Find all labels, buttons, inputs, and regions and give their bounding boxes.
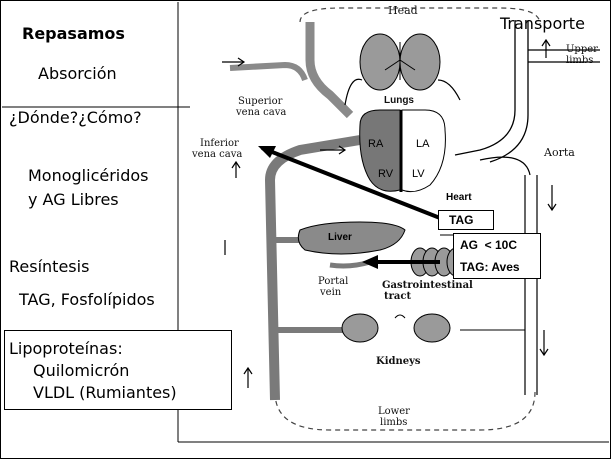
label-la: LA	[416, 138, 429, 150]
label-portal-2: vein	[320, 287, 341, 298]
label-svc-1: Superior	[238, 96, 282, 107]
label-lower-1: Lower	[378, 406, 410, 417]
label-heart: Heart	[446, 192, 472, 203]
label-lv: LV	[412, 168, 425, 180]
item-mono-line2: y AG Libres	[28, 190, 119, 209]
callout-tag-aves-text: TAG: Aves	[460, 260, 520, 274]
item-donde-como: ¿Dónde?¿Cómo?	[9, 108, 142, 127]
lipoproteins-heading: Lipoproteínas:	[9, 339, 123, 358]
label-lower-2: limbs	[380, 417, 407, 428]
label-aorta: Aorta	[544, 146, 575, 159]
callout-tag-text: TAG	[449, 213, 473, 227]
item-resintesis: Resíntesis	[9, 257, 89, 276]
slide-title: Repasamos	[22, 24, 125, 43]
label-ra: RA	[368, 138, 383, 150]
label-head: Head	[388, 4, 418, 17]
callout-tag: TAG	[438, 210, 494, 230]
item-tag-fosfo: TAG, Fosfolípidos	[19, 290, 155, 309]
lipoproteins-item-2: VLDL (Rumiantes)	[33, 383, 177, 402]
topic-transport: Transporte	[500, 14, 585, 33]
label-kidneys: Kidneys	[376, 356, 421, 367]
lipoproteins-item-1: Quilomicrón	[33, 361, 129, 380]
label-ivc-1: Inferior	[200, 138, 239, 149]
callout-ag: AG < 10C TAG: Aves	[453, 233, 541, 279]
lipoproteins-box: Lipoproteínas: Quilomicrón VLDL (Rumiant…	[4, 330, 232, 410]
label-portal-1: Portal	[318, 276, 348, 287]
label-liver: Liver	[328, 232, 352, 243]
label-rv: RV	[378, 168, 393, 180]
item-absorcion: Absorción	[38, 64, 117, 83]
item-mono-line1: Monoglicéridos	[28, 166, 149, 185]
label-svc-2: vena cava	[236, 107, 286, 118]
label-gi-2: tract	[384, 291, 411, 302]
label-upper-limbs: Upper limbs	[566, 44, 609, 66]
callout-ag-text: AG < 10C	[460, 238, 517, 252]
label-ivc-2: vena cava	[192, 149, 242, 160]
label-lungs: Lungs	[384, 95, 414, 106]
label-gi-1: Gastrointestinal	[382, 280, 473, 291]
